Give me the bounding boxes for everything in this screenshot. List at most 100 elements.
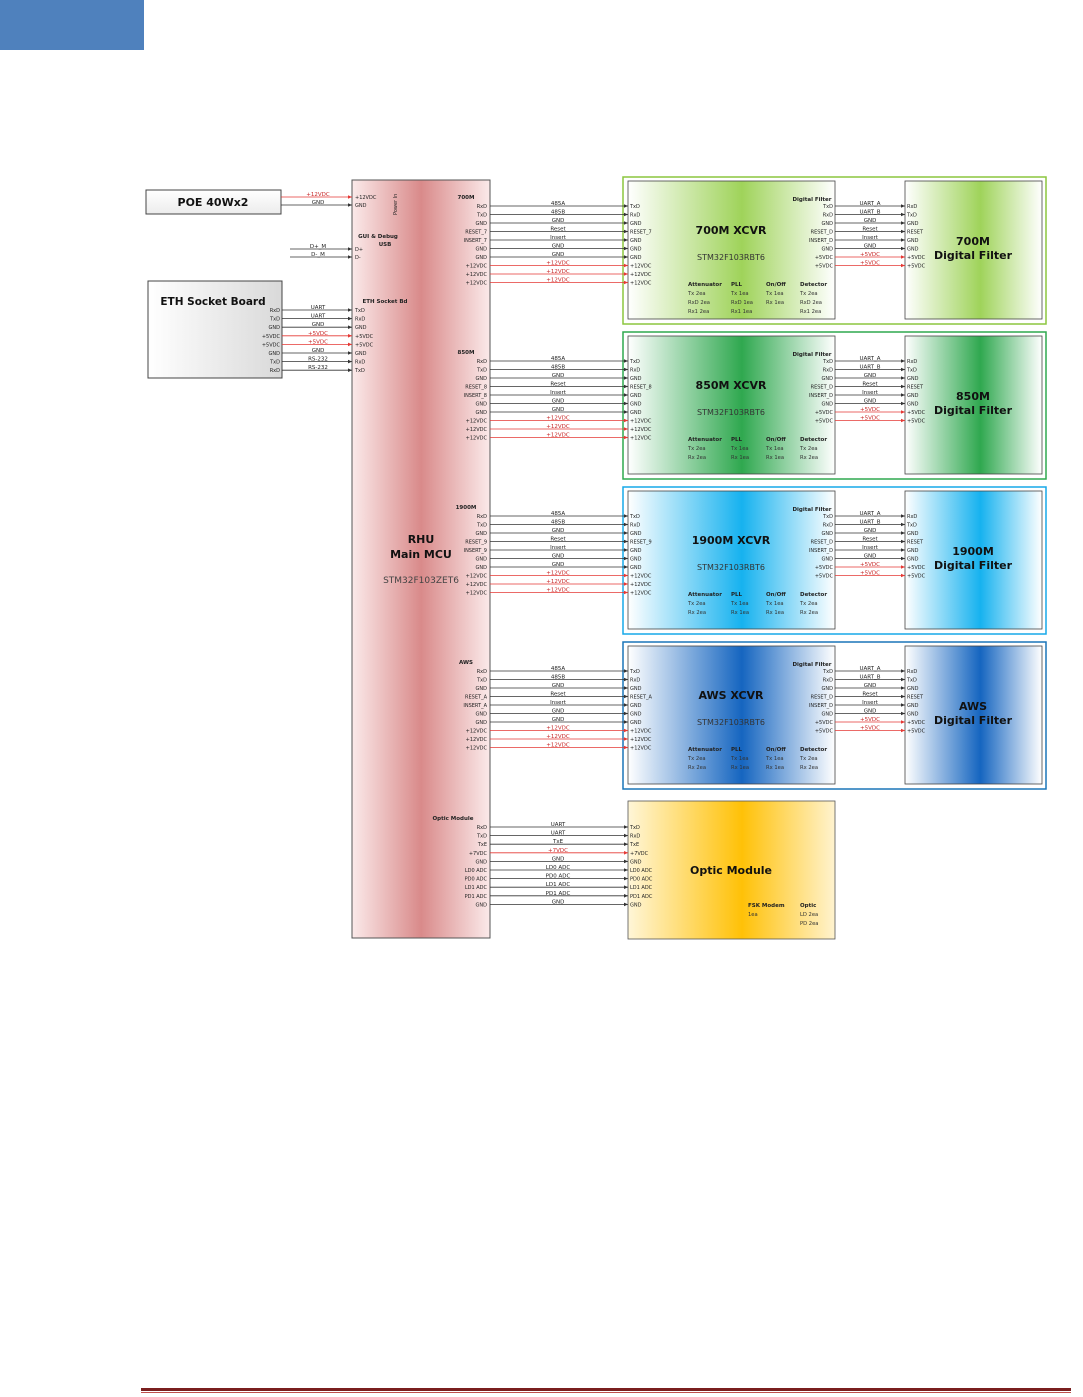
- filter-wire-label: +5VDC: [860, 416, 880, 422]
- xcvr-pin: RESET_8: [630, 385, 652, 391]
- spec-line: Tx 2ea: [687, 291, 706, 297]
- filter-pin: GND: [907, 393, 919, 399]
- xcvr-pin: RESET_D: [811, 695, 834, 701]
- filter-wire-arrow: [901, 384, 905, 389]
- xcvr-pin: GND: [630, 531, 642, 537]
- filter-pin: +5VDC: [907, 264, 926, 270]
- filter-wire-arrow: [901, 246, 905, 251]
- mcu-pin: GND: [476, 859, 488, 865]
- filter-pin: RESET: [907, 540, 924, 546]
- mcu-pin: +12VDC: [466, 591, 488, 597]
- filter-pin: TxD: [906, 213, 917, 219]
- mcu-pin: GND: [476, 221, 488, 227]
- optic-wire-arrow: [624, 842, 628, 846]
- xcvr-title: 850M XCVR: [696, 379, 767, 392]
- xcvr-pin: RxD: [823, 523, 833, 529]
- filter-pin: +5VDC: [907, 419, 926, 425]
- xcvr-pin: +5VDC: [815, 255, 834, 261]
- optic-pin: RxD: [630, 834, 640, 840]
- filter-pin: RxD: [907, 514, 917, 520]
- eth-pin: RxD: [270, 368, 280, 374]
- eth-pin: TxD: [269, 360, 280, 366]
- filter-box-1900m: [904, 490, 1043, 630]
- spec-line: RxD 1ea: [731, 300, 753, 306]
- xcvr-pin: +12VDC: [630, 729, 652, 735]
- filter-wire-arrow: [901, 514, 905, 518]
- xcvr-pin: +5VDC: [815, 720, 834, 726]
- filter-wire-label: UART_A: [859, 666, 880, 672]
- spec-title: On/Off: [766, 592, 786, 598]
- spec-line: Rx 1ea: [766, 455, 784, 461]
- bus-wire-arrow: [624, 548, 628, 552]
- filter-box-aws: [904, 645, 1043, 785]
- filter-pin: GND: [907, 238, 919, 244]
- poe-wire-arrow: [348, 195, 352, 199]
- filter-wire-arrow: [901, 565, 905, 569]
- filter-wire-arrow: [901, 711, 905, 716]
- filter-wire-arrow: [901, 522, 905, 527]
- xcvr-pin: +12VDC: [630, 436, 652, 442]
- filter-wire-arrow: [901, 401, 905, 406]
- mcu-pin: +12VDC: [466, 574, 488, 580]
- spec-line: Tx 2ea: [799, 446, 818, 452]
- xcvr-pin: GND: [630, 557, 642, 563]
- filter-pin: RxD: [907, 359, 917, 365]
- mcu-pin: RxD: [355, 360, 365, 366]
- mcu-pin: INSERT_A: [463, 703, 487, 709]
- mcu-pin: +12VDC: [466, 582, 488, 588]
- filter-pin: GND: [907, 247, 919, 253]
- xcvr-pin: RESET_9: [630, 540, 652, 546]
- xcvr-part-number: STM32F103RBT6: [697, 253, 765, 262]
- bus-wire-arrow: [624, 246, 628, 251]
- spec-line: Rx 1ea: [766, 300, 784, 306]
- mcu-pin: GND: [476, 686, 488, 692]
- filter-pin: +5VDC: [907, 410, 926, 416]
- eth-pin: +5VDC: [262, 334, 281, 340]
- bus-wire-label: GND: [552, 252, 565, 258]
- optic-module-box: [627, 800, 836, 940]
- bus-wire-label: +12VDC: [546, 416, 570, 422]
- spec-title: Detector: [800, 282, 827, 288]
- filter-pin: TxD: [906, 523, 917, 529]
- filter-title: 1900M: [952, 545, 994, 558]
- filter-wire-arrow: [901, 255, 905, 259]
- filter-wire-arrow: [901, 573, 905, 578]
- spec-line: Tx 1ea: [730, 291, 749, 297]
- eth-pin: TxD: [269, 317, 280, 323]
- filter-pin: GND: [907, 531, 919, 537]
- bus-wire-arrow: [624, 556, 628, 561]
- filter-pin: TxD: [906, 678, 917, 684]
- eth-wire-arrow: [348, 308, 352, 312]
- bus-wire-label: Reset: [550, 382, 566, 388]
- filter-subtitle: Digital Filter: [934, 404, 1013, 417]
- eth-wire-arrow: [348, 334, 352, 338]
- xcvr-title: 700M XCVR: [696, 224, 767, 237]
- filter-wire-arrow: [901, 263, 905, 268]
- filter-pin: GND: [907, 557, 919, 563]
- spec-line: Tx 2ea: [687, 756, 706, 762]
- bus-wire-arrow: [624, 427, 628, 431]
- optic-pin: LD1 ADC: [630, 885, 653, 891]
- poe-label: POE 40Wx2: [178, 196, 249, 209]
- xcvr-pin: RxD: [630, 213, 640, 219]
- xcvr-pin: RESET_D: [811, 230, 834, 236]
- spec-line: Tx 1ea: [765, 756, 784, 762]
- xcvr-pin: +12VDC: [630, 582, 652, 588]
- spec-title: On/Off: [766, 437, 786, 443]
- bus-wire-arrow: [624, 367, 628, 372]
- spec-title: Detector: [800, 592, 827, 598]
- band-container-700m: [622, 176, 1047, 325]
- bus-wire-arrow: [624, 212, 628, 217]
- filter-wire-label: UART_B: [859, 520, 880, 526]
- mcu-pin: RESET_8: [465, 385, 487, 391]
- xcvr-pin: TxD: [629, 514, 640, 520]
- spec-line: Rx 1ea: [731, 765, 749, 771]
- filter-wire-label: Insert: [862, 545, 879, 551]
- mcu-pin: +5VDC: [355, 334, 374, 340]
- mcu-pin: TxD: [476, 368, 487, 374]
- poe-wire-label: GND: [312, 200, 325, 206]
- filter-wire-label: GND: [864, 399, 877, 405]
- filter-wire-label: +5VDC: [860, 726, 880, 732]
- footer-rule-accent: [141, 1392, 1071, 1393]
- xcvr-box-1900m: [627, 490, 836, 630]
